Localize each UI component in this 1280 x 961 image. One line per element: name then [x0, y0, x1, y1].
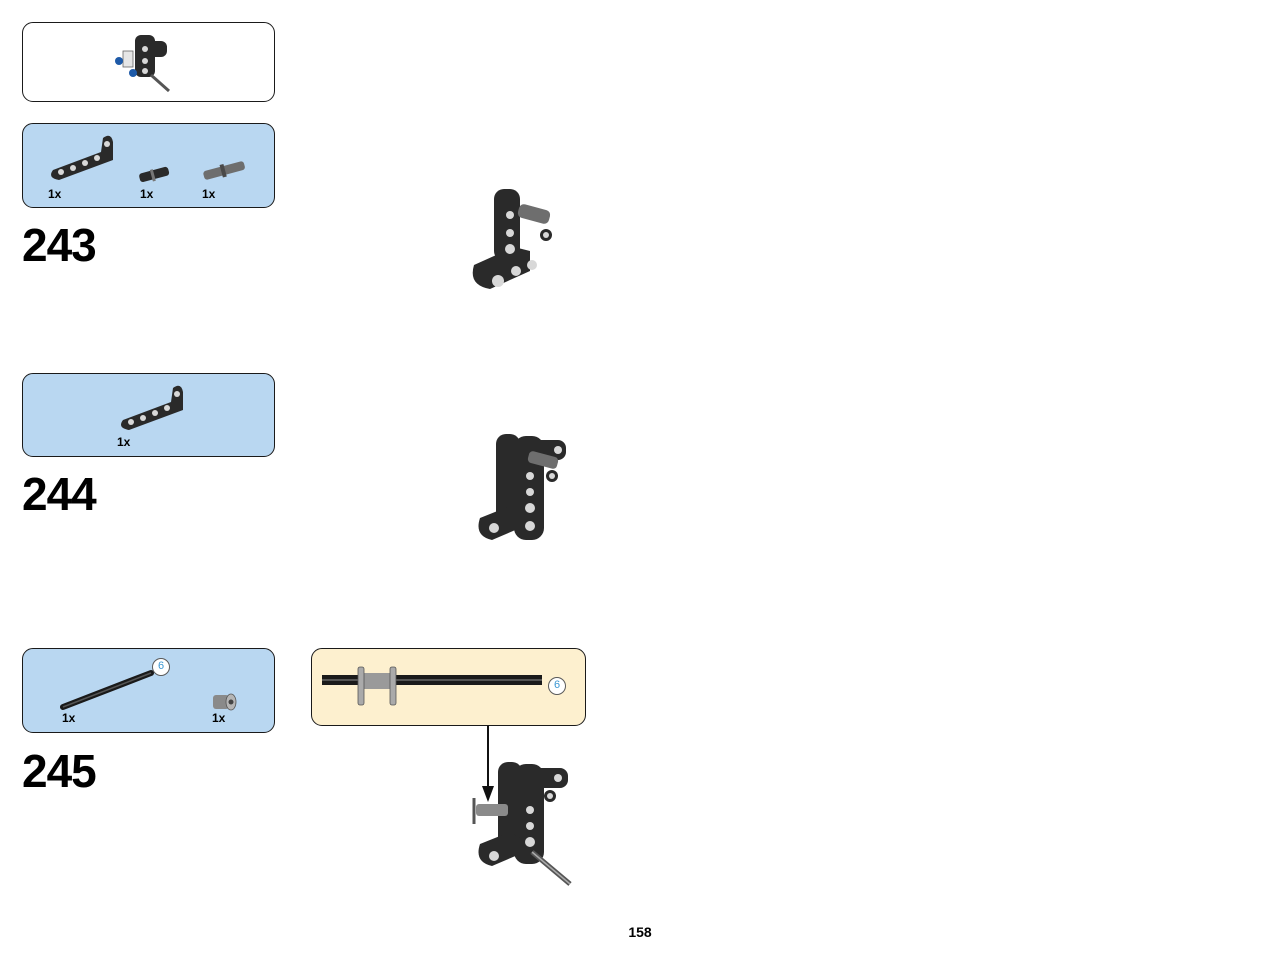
part-qty: 1x: [202, 187, 216, 201]
assembly-step-243-icon: [472, 189, 552, 289]
axle-with-bush-callout-icon: [322, 666, 542, 706]
parts-list-step-244: 1x: [22, 373, 275, 457]
pin-with-axle-icon: [139, 166, 170, 183]
parts-list-step-243: 1x 1x 1x: [22, 123, 275, 208]
step-number: 245: [22, 745, 97, 797]
axle-length-badge: 6: [152, 658, 170, 676]
page-number: 158: [628, 924, 652, 940]
axle-6-icon: [60, 670, 154, 710]
part-qty: 1x: [140, 187, 154, 201]
assembly-step-245-icon: [472, 762, 572, 886]
part-qty: 1x: [117, 435, 131, 449]
submodel-assembly-icon: [115, 35, 170, 93]
parts-list-step-245: 6 1x 1x: [22, 648, 275, 733]
step-number: 244: [22, 468, 97, 520]
part-qty: 1x: [48, 187, 62, 201]
insertion-arrow-icon: [482, 726, 494, 802]
sub-assembly-callout: 6: [311, 648, 586, 726]
l-beam-3x2-icon: [51, 135, 113, 180]
submodel-box: [22, 22, 275, 102]
part-qty: 1x: [62, 711, 76, 725]
assembly-step-244-icon: [478, 434, 566, 540]
bush-icon: [213, 693, 237, 711]
part-qty: 1x: [212, 711, 226, 725]
step-number: 243: [22, 219, 97, 271]
long-pin-icon: [203, 161, 245, 180]
axle-length-badge: 6: [548, 677, 566, 695]
l-beam-3x2-icon: [121, 385, 183, 430]
